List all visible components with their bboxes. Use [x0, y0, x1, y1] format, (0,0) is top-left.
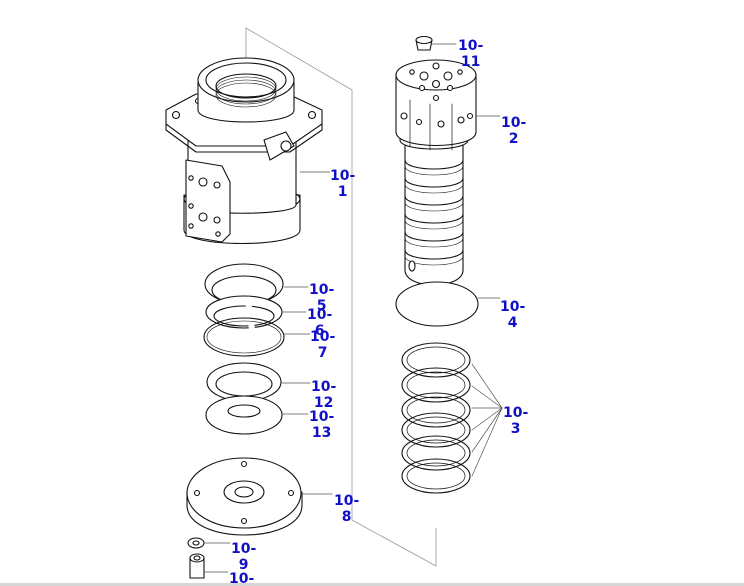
part-10-11-plug[interactable]: [415, 35, 433, 51]
part-10-13-ring[interactable]: [205, 395, 283, 435]
callout-10-7-line1: 10-: [310, 329, 336, 345]
callout-10-9[interactable]: 10- 9: [231, 541, 256, 573]
callout-10-11-line2: 11: [460, 54, 481, 70]
callout-10-2[interactable]: 10- 2: [501, 115, 526, 147]
part-10-2-spindle[interactable]: [395, 59, 477, 296]
callout-10-13-line2: 13: [311, 425, 332, 441]
callout-10-7-line2: 7: [317, 345, 328, 361]
callout-10-2-line2: 2: [508, 131, 519, 147]
callout-10-9-line1: 10-: [231, 541, 257, 557]
callout-10-12-line2: 12: [313, 395, 334, 411]
bottom-border: [0, 583, 744, 586]
callout-10-9-line2: 9: [238, 557, 249, 573]
callout-10-13[interactable]: 10- 13: [309, 409, 334, 441]
part-10-9-washer[interactable]: [187, 537, 205, 549]
callout-10-5-line2: 5: [316, 298, 327, 314]
callout-10-8-line2: 8: [341, 509, 352, 525]
callout-10-12-line1: 10-: [311, 379, 337, 395]
callout-10-6-line1: 10-: [307, 307, 333, 323]
callout-10-1-line2: 1: [337, 184, 348, 200]
part-10-7-o-ring[interactable]: [203, 317, 285, 357]
callout-10-4-line2: 4: [507, 315, 518, 331]
assembly-frame: [245, 27, 437, 567]
callout-10-1[interactable]: 10- 1: [330, 168, 355, 200]
callout-10-4-line1: 10-: [500, 299, 526, 315]
callout-10-3-line1: 10-: [503, 405, 529, 421]
leader-lines: [203, 43, 503, 573]
callout-10-11[interactable]: 10- 11: [458, 38, 483, 70]
callout-10-6-line2: 6: [314, 323, 325, 339]
callout-10-8-line1: 10-: [334, 493, 360, 509]
callout-10-4[interactable]: 10- 4: [500, 299, 525, 331]
part-10-8-cover[interactable]: [186, 457, 303, 536]
part-10-4-seal[interactable]: [395, 281, 479, 327]
callout-10-5[interactable]: 10- 5: [309, 282, 334, 314]
part-10-12-ring[interactable]: [206, 362, 282, 402]
callout-10-5-line1: 10-: [309, 282, 335, 298]
callout-10-7[interactable]: 10- 7: [310, 329, 335, 361]
callout-10-6[interactable]: 10- 6: [307, 307, 332, 339]
callout-10-10-line1: 10-: [229, 571, 255, 586]
callout-10-2-line1: 10-: [501, 115, 527, 131]
callout-10-10[interactable]: 10-: [229, 571, 254, 586]
part-10-10-bolt[interactable]: [189, 553, 205, 579]
part-10-3-seal-rings[interactable]: [401, 342, 471, 494]
part-10-6-backup-ring[interactable]: [205, 295, 283, 333]
callout-10-12[interactable]: 10- 12: [311, 379, 336, 411]
callout-10-13-line1: 10-: [309, 409, 335, 425]
callout-10-3[interactable]: 10- 3: [503, 405, 528, 437]
callout-10-1-line1: 10-: [330, 168, 356, 184]
callout-10-3-line2: 3: [510, 421, 521, 437]
callout-10-11-line1: 10-: [458, 38, 484, 54]
part-10-1-housing[interactable]: [165, 57, 323, 244]
callout-10-8[interactable]: 10- 8: [334, 493, 359, 525]
